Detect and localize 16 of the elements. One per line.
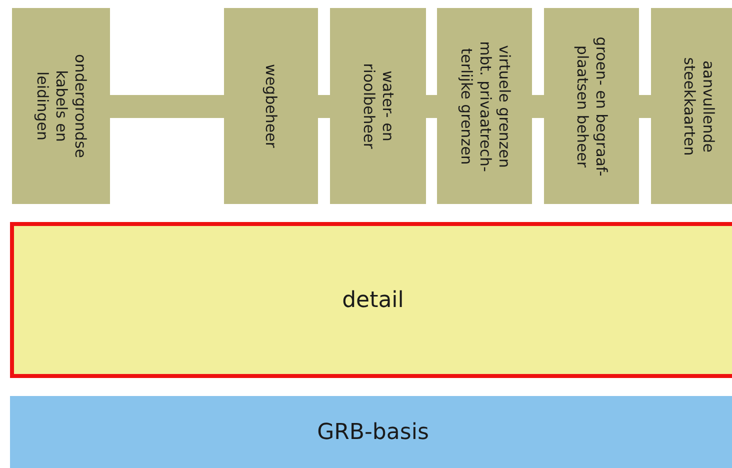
layer-label: GRB-basis	[317, 420, 429, 444]
layer-label: groen- en begraaf- plaatsen beheer	[572, 35, 610, 178]
layer-label: virtuele grenzen mbt. privaatrech- terlijke grenzen	[456, 40, 513, 174]
layer-label: water- en rioolbeheer	[359, 62, 397, 151]
layer-label: wegbeheer	[262, 64, 280, 148]
layer-label: detail	[342, 288, 404, 312]
layer-box	[544, 8, 639, 204]
layer-box	[224, 8, 318, 204]
layer-box	[437, 8, 532, 204]
detail-layer-box	[10, 222, 732, 378]
layer-label: ondergrondse kabels en leidingen	[32, 53, 90, 160]
base-layer-box	[10, 396, 732, 468]
layer-box	[330, 8, 426, 204]
layer-box	[12, 8, 110, 204]
layer-box	[651, 8, 732, 204]
layer-label: aanvullende steekkaarten	[680, 56, 718, 158]
